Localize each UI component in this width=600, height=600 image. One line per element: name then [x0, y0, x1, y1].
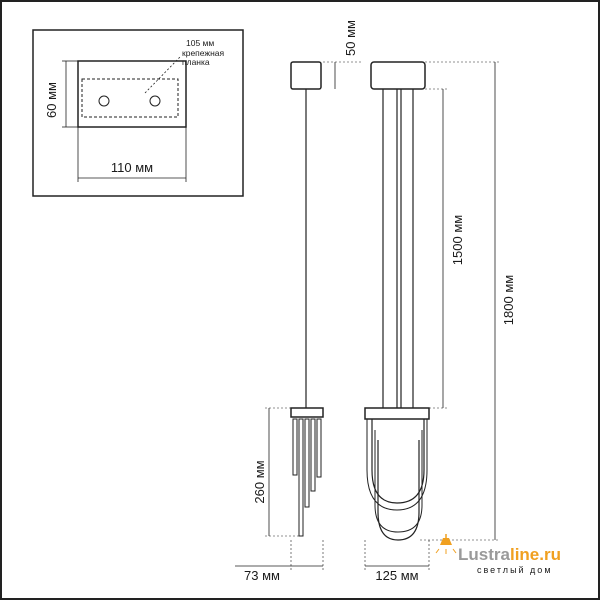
logo-name: Lustraline.ru — [458, 545, 561, 564]
width-label: 110 мм — [111, 160, 153, 175]
front-shade-outer — [366, 419, 428, 511]
side-tube-3 — [304, 418, 310, 508]
logo-name-part2: line.ru — [510, 545, 561, 564]
mount-hole-left — [98, 95, 110, 107]
side-tube-1 — [292, 418, 298, 476]
front-canopy — [370, 61, 426, 90]
plate-label-line2: планка — [182, 57, 210, 67]
logo-name-part1: Lustra — [458, 545, 511, 564]
side-tube-5 — [316, 418, 322, 478]
logo: Lustraline.ru светлый дом — [435, 534, 561, 575]
side-view: 50 мм 260 мм 73 мм — [235, 20, 362, 583]
cable-length-label: 1500 мм — [450, 215, 465, 265]
mounting-plate-outline — [81, 78, 179, 118]
total-height-label: 1800 мм — [501, 275, 516, 325]
side-canopy — [290, 61, 322, 90]
plate-width-label: 105 мм — [186, 38, 214, 48]
side-base — [290, 407, 324, 418]
detail-frame — [32, 29, 244, 197]
side-width-label: 73 мм — [244, 568, 280, 583]
front-width-label: 125 мм — [375, 568, 418, 583]
mount-hole-right — [149, 95, 161, 107]
mount-detail: 105 мм крепежная планка 60 мм 110 мм — [32, 29, 244, 197]
plate-leader-line — [144, 56, 181, 94]
logo-tagline: светлый дом — [477, 565, 553, 575]
front-shade-front — [377, 440, 420, 541]
canopy-height-label: 50 мм — [343, 20, 358, 56]
height-label: 60 мм — [44, 82, 59, 118]
front-base — [364, 407, 430, 420]
plate-label-line1: крепежная — [182, 48, 225, 58]
front-shade-back — [371, 419, 425, 504]
side-tube-4 — [310, 418, 316, 492]
side-tube-2 — [298, 418, 304, 537]
front-shade-middle — [374, 430, 423, 533]
canopy-outline — [77, 60, 187, 128]
shade-height-label: 260 мм — [252, 460, 267, 503]
front-view: 1500 мм 1800 мм 125 мм — [364, 61, 516, 583]
logo-lamp-icon — [435, 534, 457, 554]
